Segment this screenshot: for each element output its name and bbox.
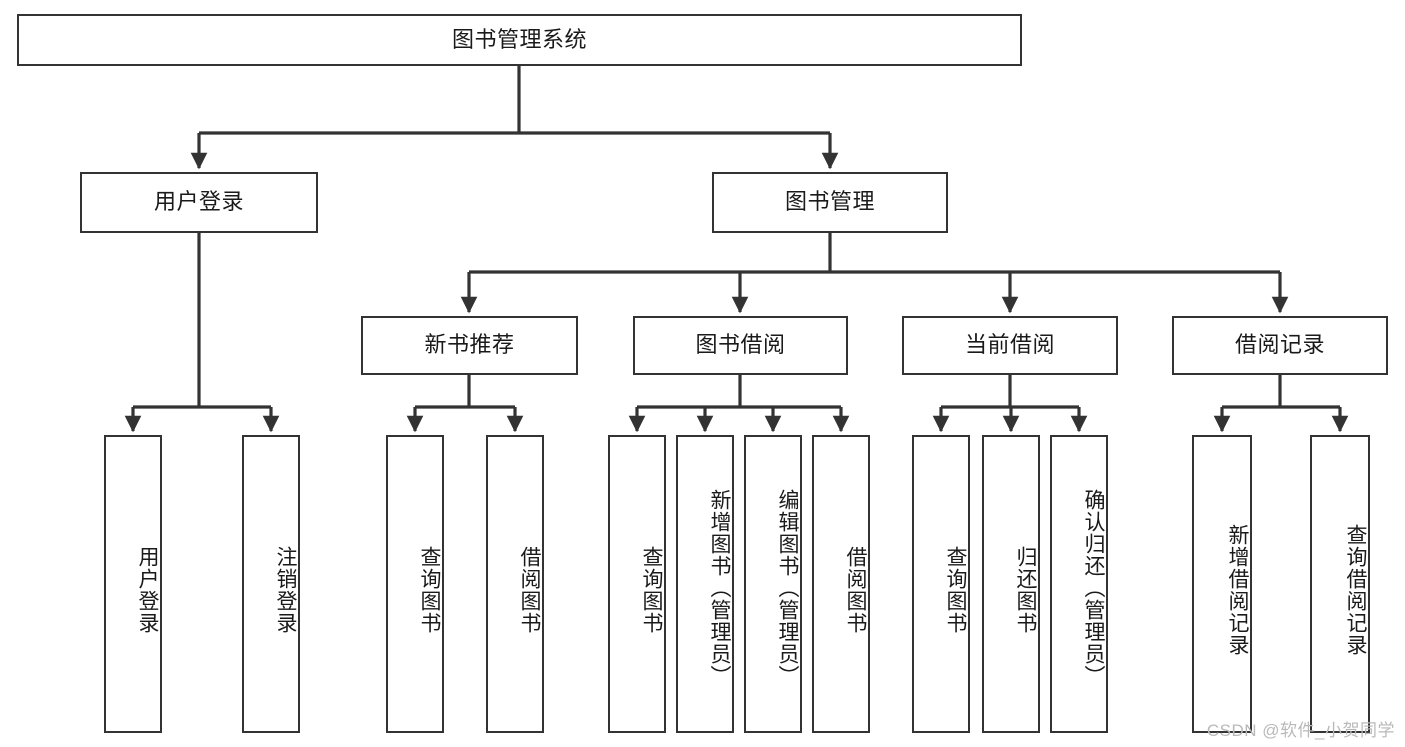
leaf-node[interactable]: 注销登录 [242,435,300,733]
csdn-watermark: CSDN @软件_小贺同学 [1206,721,1395,740]
node-book-borrow[interactable]: 图书借阅 [633,316,848,375]
leaf-node[interactable]: 借阅图书 [812,435,870,733]
leaf-node[interactable]: 新增图书（管理员） [676,435,734,733]
leaf-node[interactable]: 确认归还（管理员） [1050,435,1108,733]
node-book-management[interactable]: 图书管理 [712,172,948,233]
leaf-node[interactable]: 查询图书 [912,435,970,733]
leaf-node[interactable]: 查询图书 [608,435,666,733]
leaf-node[interactable]: 查询图书 [386,435,444,733]
leaf-node[interactable]: 查询借阅记录 [1310,435,1370,733]
leaf-node[interactable]: 借阅图书 [486,435,544,733]
node-new-book-recommend[interactable]: 新书推荐 [361,316,578,375]
node-user-login[interactable]: 用户登录 [80,172,318,233]
leaf-node[interactable]: 用户登录 [104,435,162,733]
node-borrow-record[interactable]: 借阅记录 [1172,316,1388,375]
leaf-node[interactable]: 归还图书 [982,435,1040,733]
leaf-node[interactable]: 编辑图书（管理员） [744,435,802,733]
node-current-borrow[interactable]: 当前借阅 [902,316,1118,375]
leaf-node[interactable]: 新增借阅记录 [1192,435,1252,733]
node-root[interactable]: 图书管理系统 [17,14,1022,66]
